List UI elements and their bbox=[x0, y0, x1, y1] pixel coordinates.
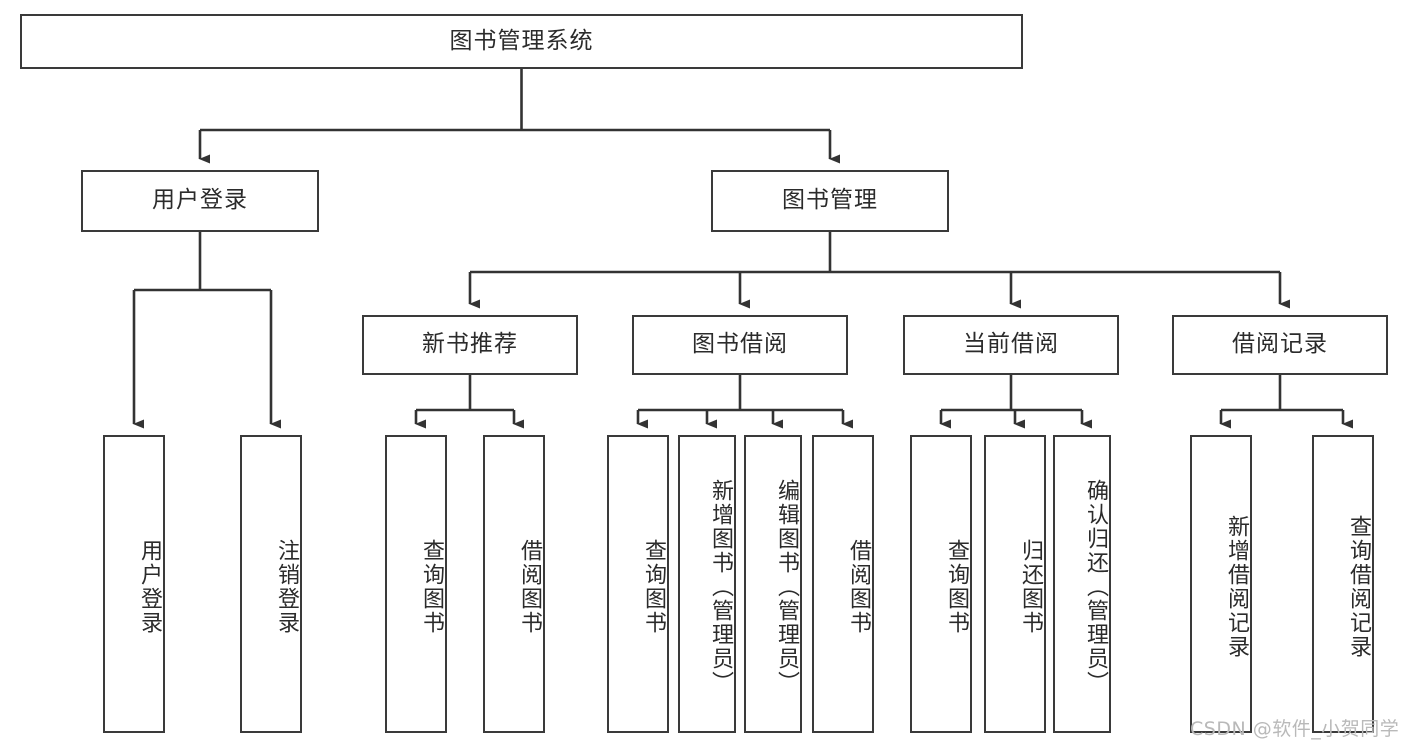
node-level2-1[interactable]: 图书管理 bbox=[711, 170, 949, 232]
node-leaf-12[interactable]: 查询借阅记录 bbox=[1312, 435, 1374, 733]
node-leaf-6[interactable]: 编辑图书（管理员） bbox=[744, 435, 802, 733]
node-leaf-2[interactable]: 查询图书 bbox=[385, 435, 447, 733]
node-label: 用户登录 bbox=[137, 539, 162, 635]
node-label: 借阅记录 bbox=[1232, 331, 1328, 358]
node-leaf-11[interactable]: 新增借阅记录 bbox=[1190, 435, 1252, 733]
node-label: 借阅图书 bbox=[846, 539, 871, 635]
node-label: 归还图书 bbox=[1018, 539, 1043, 635]
node-level2-0[interactable]: 用户登录 bbox=[81, 170, 319, 232]
node-leaf-0[interactable]: 用户登录 bbox=[103, 435, 165, 733]
node-label: 查询图书 bbox=[641, 539, 666, 635]
node-root-label: 图书管理系统 bbox=[449, 27, 594, 54]
node-leaf-3[interactable]: 借阅图书 bbox=[483, 435, 545, 733]
node-leaf-4[interactable]: 查询图书 bbox=[607, 435, 669, 733]
node-level3-3[interactable]: 借阅记录 bbox=[1172, 315, 1388, 375]
node-label: 用户登录 bbox=[152, 187, 248, 214]
node-label: 查询图书 bbox=[419, 539, 444, 635]
node-label: 图书管理 bbox=[782, 187, 878, 214]
node-leaf-1[interactable]: 注销登录 bbox=[240, 435, 302, 733]
node-root[interactable]: 图书管理系统 bbox=[20, 14, 1023, 69]
node-level3-0[interactable]: 新书推荐 bbox=[362, 315, 578, 375]
node-label: 查询借阅记录 bbox=[1346, 515, 1371, 659]
node-label: 当前借阅 bbox=[963, 331, 1059, 358]
node-level3-1[interactable]: 图书借阅 bbox=[632, 315, 848, 375]
node-label: 编辑图书（管理员） bbox=[774, 479, 799, 695]
node-label: 新书推荐 bbox=[422, 331, 518, 358]
node-leaf-10[interactable]: 确认归还（管理员） bbox=[1053, 435, 1111, 733]
node-leaf-9[interactable]: 归还图书 bbox=[984, 435, 1046, 733]
node-label: 查询图书 bbox=[944, 539, 969, 635]
node-label: 注销登录 bbox=[274, 539, 299, 635]
node-label: 图书借阅 bbox=[692, 331, 788, 358]
node-leaf-7[interactable]: 借阅图书 bbox=[812, 435, 874, 733]
node-level3-2[interactable]: 当前借阅 bbox=[903, 315, 1119, 375]
node-leaf-8[interactable]: 查询图书 bbox=[910, 435, 972, 733]
node-label: 新增图书（管理员） bbox=[708, 479, 733, 695]
csdn-watermark: CSDN @软件_小贺同学 bbox=[1190, 718, 1400, 740]
node-label: 借阅图书 bbox=[517, 539, 542, 635]
node-label: 新增借阅记录 bbox=[1224, 515, 1249, 659]
node-label: 确认归还（管理员） bbox=[1083, 479, 1108, 695]
node-leaf-5[interactable]: 新增图书（管理员） bbox=[678, 435, 736, 733]
